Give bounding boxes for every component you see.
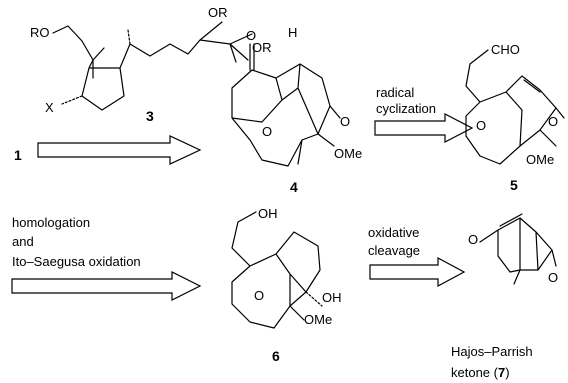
atom-o-left: O (468, 232, 478, 247)
ome-bond (289, 305, 305, 321)
atom-o-right: O (548, 270, 558, 285)
atom-h: H (288, 25, 297, 40)
bond-lines (465, 49, 557, 165)
atom-oh-right: OH (322, 290, 342, 305)
compound-label-1: 1 (14, 147, 22, 163)
hashed-oh-bond (305, 291, 323, 307)
arrow-label-cyclization: cyclization (376, 101, 436, 116)
compound-name-hajos-parrish: Hajos–Parrish (451, 344, 533, 359)
bond-lines (231, 43, 331, 167)
retro-arrow-2 (374, 113, 474, 143)
arrow-label-homologation: homologation (12, 215, 90, 230)
atom-ro: RO (30, 25, 50, 40)
alkene-second-line (499, 213, 523, 227)
atom-o-ketone: O (246, 28, 256, 43)
atom-o-bridge: O (476, 118, 486, 133)
atom-o-bridge: O (254, 288, 264, 303)
arrow-label-radical: radical (376, 85, 414, 100)
bond-lines (479, 217, 553, 273)
bond-lines (52, 21, 253, 111)
arrow-label-and: and (12, 234, 34, 249)
arrow-label-cleavage: cleavage (368, 243, 420, 258)
ome-bond (317, 133, 335, 147)
atom-cho: CHO (491, 42, 520, 57)
retro-arrow-3 (11, 271, 202, 301)
atom-or-right: OR (252, 40, 272, 55)
compound-3-structure: RO OR OR X 3 (30, 5, 272, 124)
atom-o-ketone-2: O (340, 114, 350, 129)
compound-label-6: 6 (272, 348, 280, 364)
methyl-bond (513, 269, 521, 285)
atom-x: X (45, 100, 54, 115)
atom-or-top: OR (208, 5, 228, 20)
bond-lines (231, 211, 321, 329)
atom-ome: OMe (526, 152, 554, 167)
ketone-bond (555, 107, 565, 119)
arrow-label-ito-saegusa: Ito–Saegusa oxidation (12, 254, 141, 269)
compound-4-structure: O H O O OMe 4 (231, 25, 362, 195)
compound-label-5: 5 (510, 177, 518, 193)
retro-arrow-1 (37, 135, 202, 165)
ketone-suffix: ) (505, 365, 509, 380)
atom-ome: OMe (334, 146, 362, 161)
compound-7-structure: O O Hajos–Parrish ketone (7) (451, 213, 558, 380)
compound-label-7: 7 (498, 365, 505, 380)
compound-label-3: 3 (146, 108, 154, 124)
hashed-x-bond (61, 95, 83, 105)
atom-o-ketone: O (548, 114, 558, 129)
ketone-bond (551, 249, 557, 267)
ome-bond (539, 129, 557, 147)
compound-name-ketone: ketone (7) (451, 365, 510, 380)
atom-o-bridge: O (262, 124, 272, 139)
hashed-methyl (127, 29, 131, 45)
ketone-bond (329, 105, 341, 119)
ketone-prefix: ketone ( (451, 365, 499, 380)
compound-label-4: 4 (290, 179, 298, 195)
atom-oh-top: OH (258, 206, 278, 221)
arrow-label-oxidative: oxidative (368, 225, 419, 240)
atom-ome: OMe (304, 312, 332, 327)
retro-arrow-4 (369, 256, 466, 288)
compound-6-structure: OH O OH OMe 6 (231, 206, 342, 364)
compound-5-structure: CHO O O OMe 5 (465, 42, 565, 193)
